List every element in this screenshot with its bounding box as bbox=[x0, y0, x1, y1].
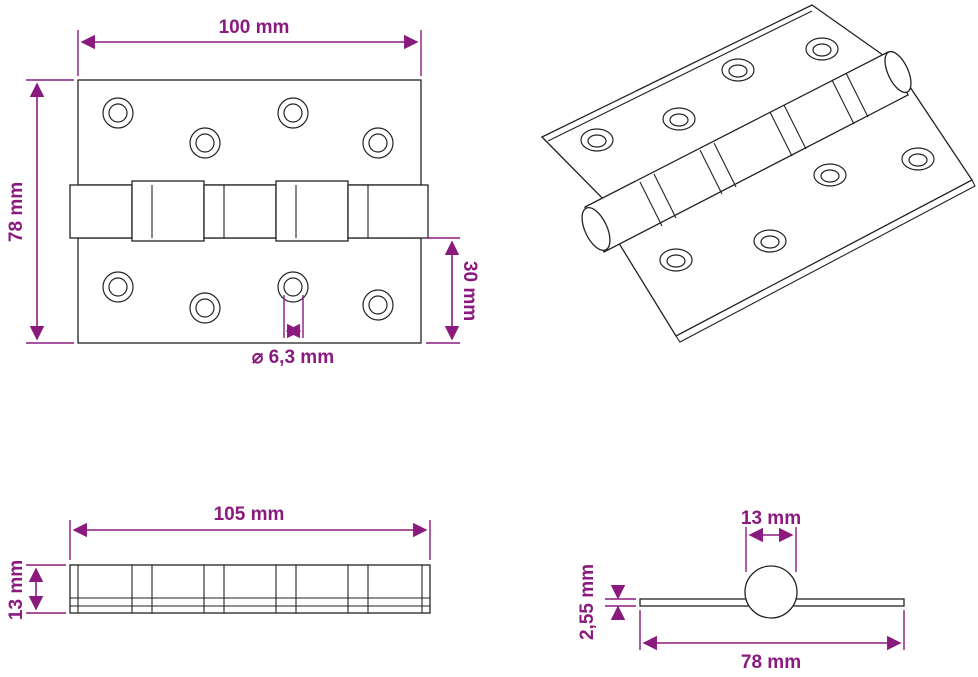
side-view bbox=[639, 565, 905, 619]
label-hole-diameter: ⌀ 6,3 mm bbox=[252, 347, 334, 368]
upper-leaf bbox=[77, 79, 422, 186]
iso-screw-holes bbox=[580, 37, 935, 272]
front-view bbox=[69, 79, 429, 344]
bottom-dimensions bbox=[26, 520, 431, 614]
label-barrel-diameter: 13 mm bbox=[741, 508, 801, 529]
label-length-bottom: 105 mm bbox=[214, 504, 285, 525]
label-width-top: 100 mm bbox=[219, 17, 290, 38]
label-open-width: 78 mm bbox=[741, 652, 801, 673]
screw-holes bbox=[102, 97, 394, 324]
knuckle-row bbox=[69, 180, 429, 242]
label-height-left: 78 mm bbox=[6, 182, 27, 242]
barrel-section bbox=[744, 565, 798, 619]
side-dimensions bbox=[605, 527, 905, 651]
label-thickness: 2,55 mm bbox=[577, 564, 598, 640]
isometric-view bbox=[540, 4, 976, 343]
label-leaf-height: 30 mm bbox=[459, 261, 480, 321]
bottom-view bbox=[69, 564, 431, 614]
label-knuckle-height: 13 mm bbox=[6, 560, 27, 620]
front-dimensions bbox=[26, 30, 460, 344]
lower-leaf bbox=[77, 237, 422, 344]
